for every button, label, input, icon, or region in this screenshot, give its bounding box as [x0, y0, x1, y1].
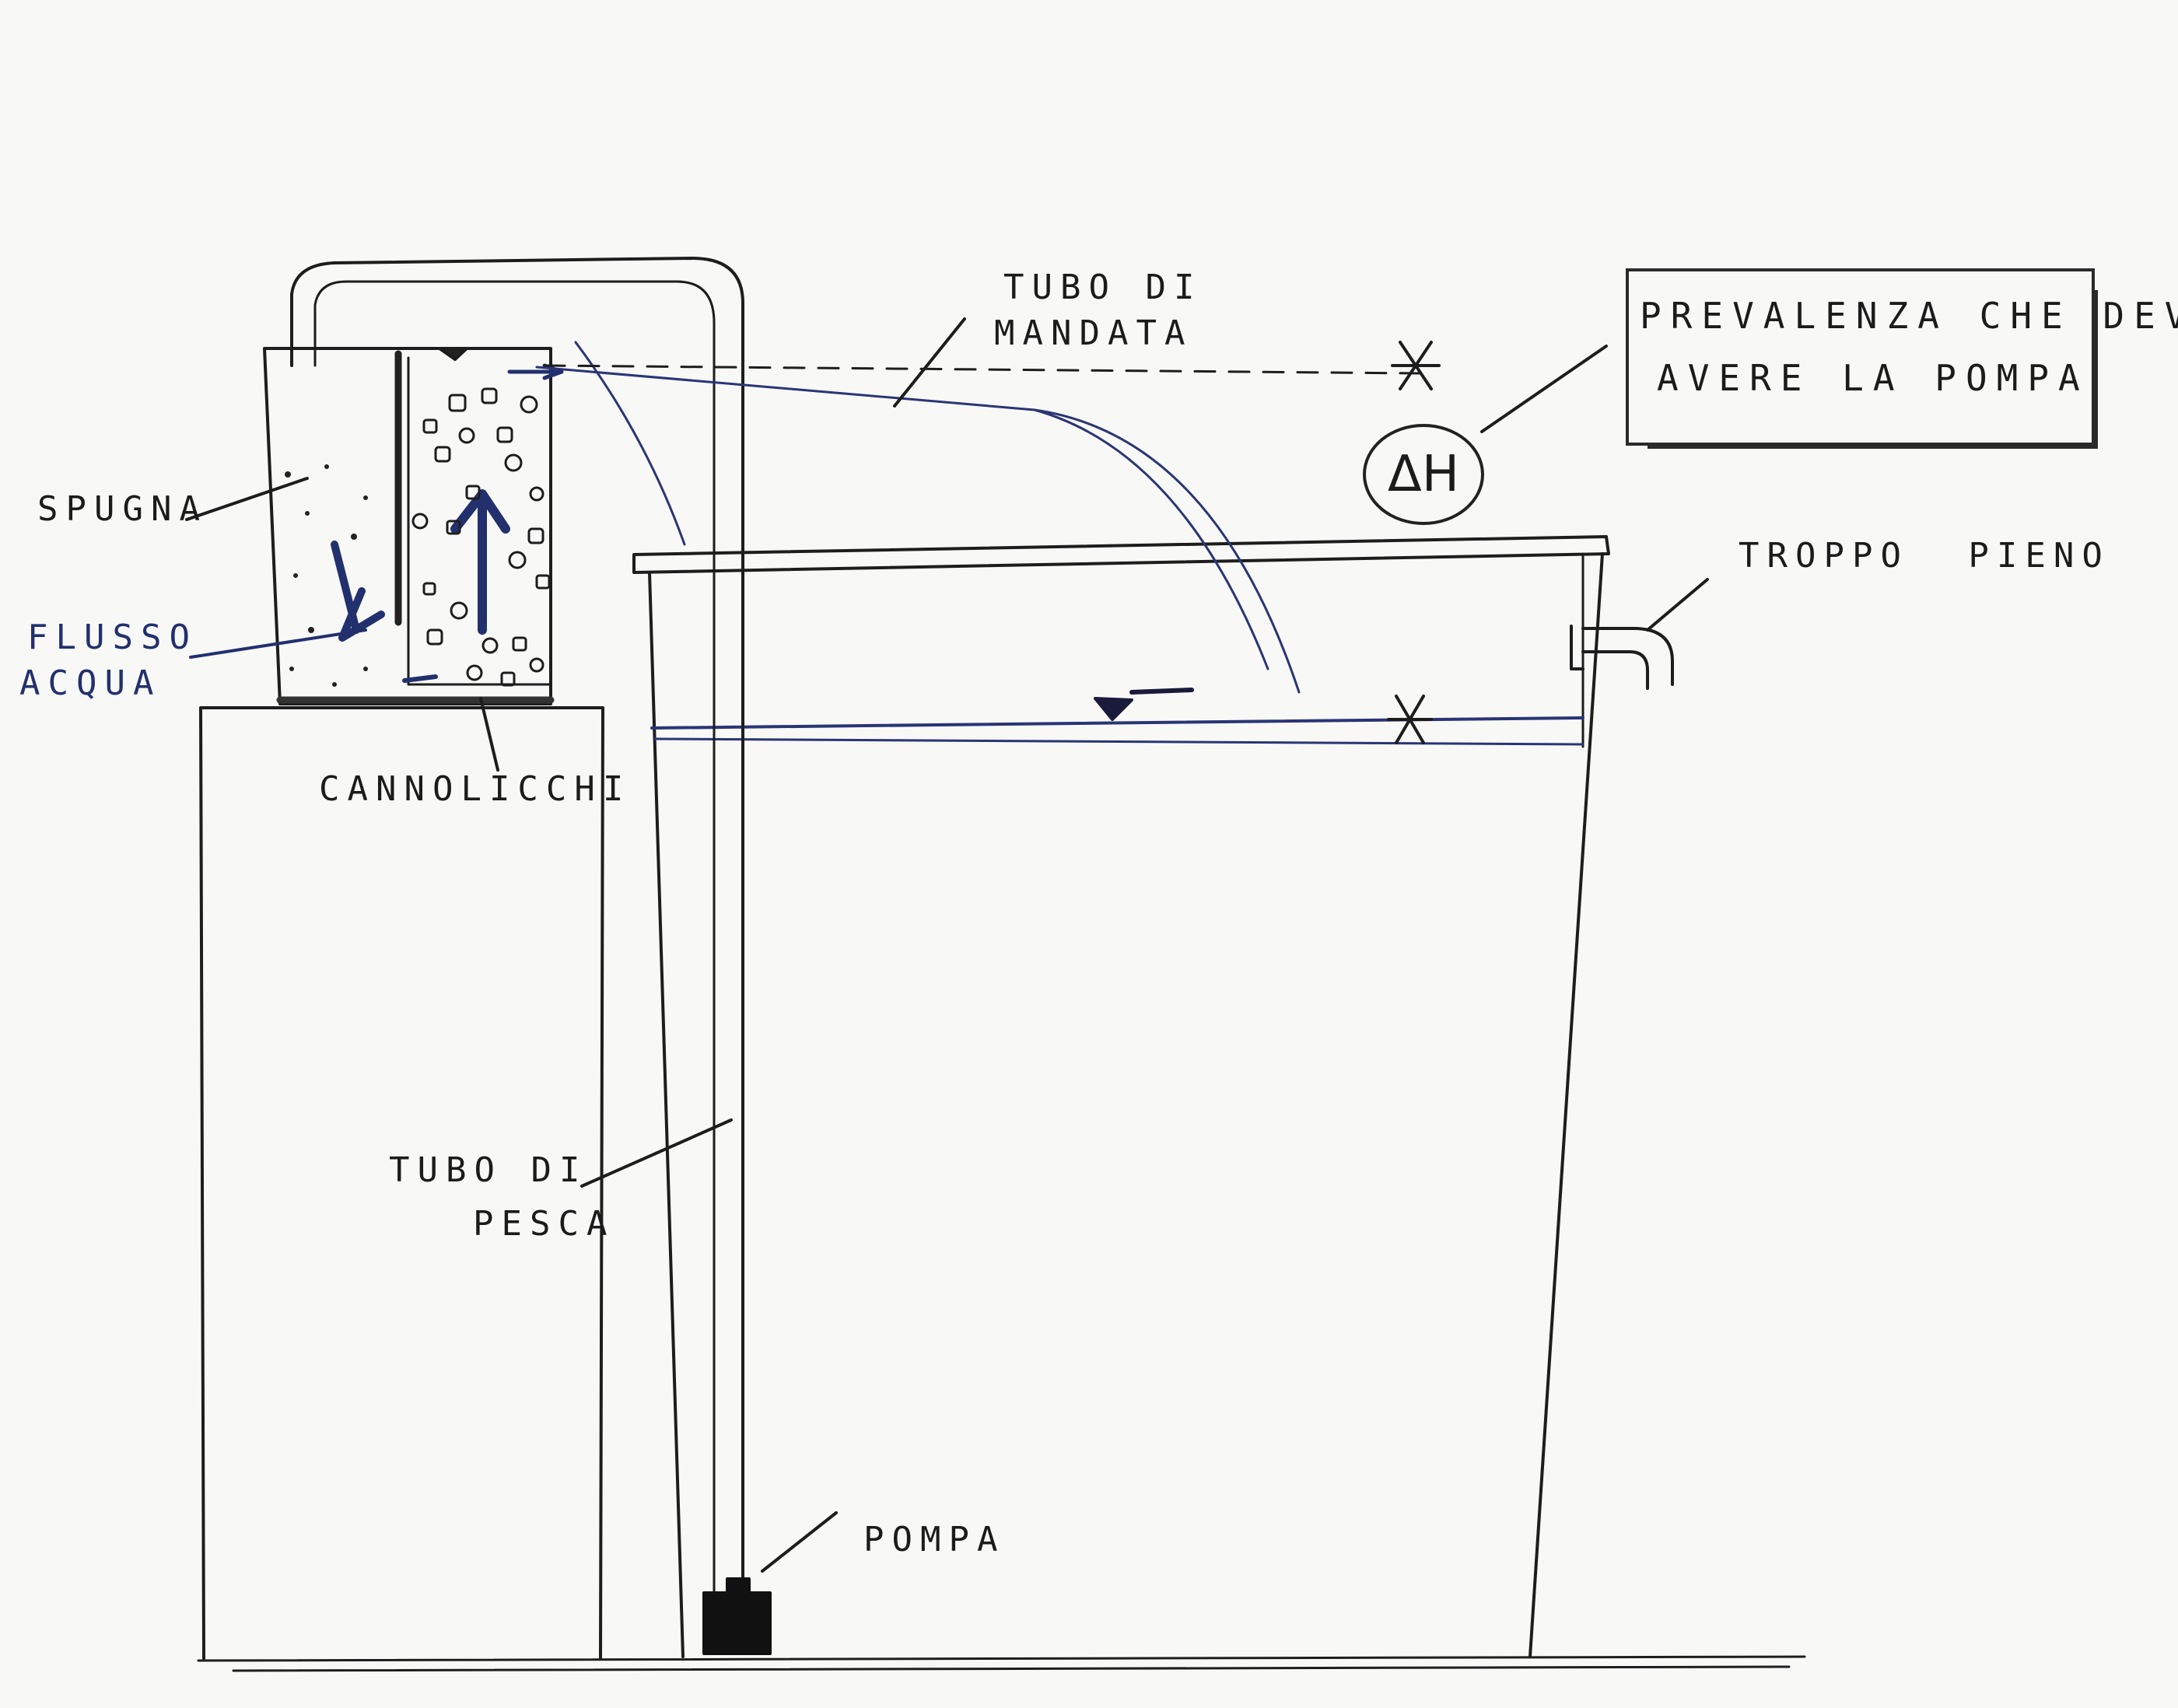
label-tubo-mandata-line2: MANDATA — [994, 313, 1193, 354]
troppo-pieno-leader — [1646, 578, 1709, 632]
label-flusso-line2: ACQUA — [19, 663, 162, 704]
tank-right-wall — [1528, 552, 1604, 1658]
flusso-leader — [189, 628, 367, 659]
flow-arrow-up — [450, 489, 510, 635]
label-troppo-pieno: TROPPO PIENO — [1739, 536, 2110, 576]
label-cannolicchi: CANNOLICCHI — [319, 769, 632, 809]
pompa-leader — [761, 1511, 838, 1573]
delivery-arc — [535, 366, 1301, 694]
media-granules — [411, 387, 551, 687]
label-tubo-mandata: TUBO DI MANDATA — [994, 264, 1203, 357]
spugna-leader — [185, 477, 309, 521]
tank-water-line — [650, 716, 1584, 730]
prevalenza-box — [1626, 268, 2095, 446]
label-tubo-mandata-line1: TUBO DI — [1003, 268, 1203, 307]
return-tube — [290, 257, 744, 1604]
label-tubo-pesca-line2: PESCA — [473, 1204, 615, 1244]
tubo-pesca-leader — [580, 1118, 733, 1188]
label-pompa: POMPA — [863, 1520, 1006, 1559]
label-prevalenza: PREVALENZA CHE DEVE AVERE LA POMPA — [1640, 292, 2178, 402]
cannolicchi-leader — [479, 697, 499, 772]
label-flusso-acqua: FLUSSO ACQUA — [19, 614, 198, 707]
floor-line — [197, 1655, 1806, 1672]
flow-arrow-down — [331, 541, 385, 642]
level-asterisk-upper — [1391, 341, 1441, 390]
label-prevalenza-line1: PREVALENZA CHE DEVE — [1640, 295, 2178, 337]
tank-water-line-2 — [653, 737, 1584, 746]
label-tubo-pesca-line1: TUBO DI — [389, 1150, 588, 1190]
tubo-mandata-leader — [893, 317, 966, 408]
tank-rim — [632, 535, 1610, 574]
stand-cabinet — [199, 706, 604, 1660]
tank-left-wall — [648, 571, 685, 1658]
label-spugna: SPUGNA — [37, 489, 208, 529]
sponge-dots — [285, 464, 368, 687]
water-level-marker — [1094, 697, 1133, 721]
delta-h-leader — [1480, 345, 1608, 433]
overflow-pipe — [1570, 625, 1674, 690]
head-reference-line — [543, 364, 1421, 375]
label-tubo-pesca: TUBO DI PESCA — [389, 1147, 615, 1248]
label-prevalenza-line2: AVERE LA POMPA — [1657, 357, 2089, 400]
label-flusso-line1: FLUSSO — [27, 618, 198, 657]
flow-arrow-bottom — [402, 674, 438, 683]
delta-h-label: ΔH — [1388, 446, 1459, 503]
pump — [702, 1591, 772, 1655]
delta-h-circle: ΔH — [1363, 424, 1484, 525]
level-asterisk-lower — [1387, 695, 1433, 744]
